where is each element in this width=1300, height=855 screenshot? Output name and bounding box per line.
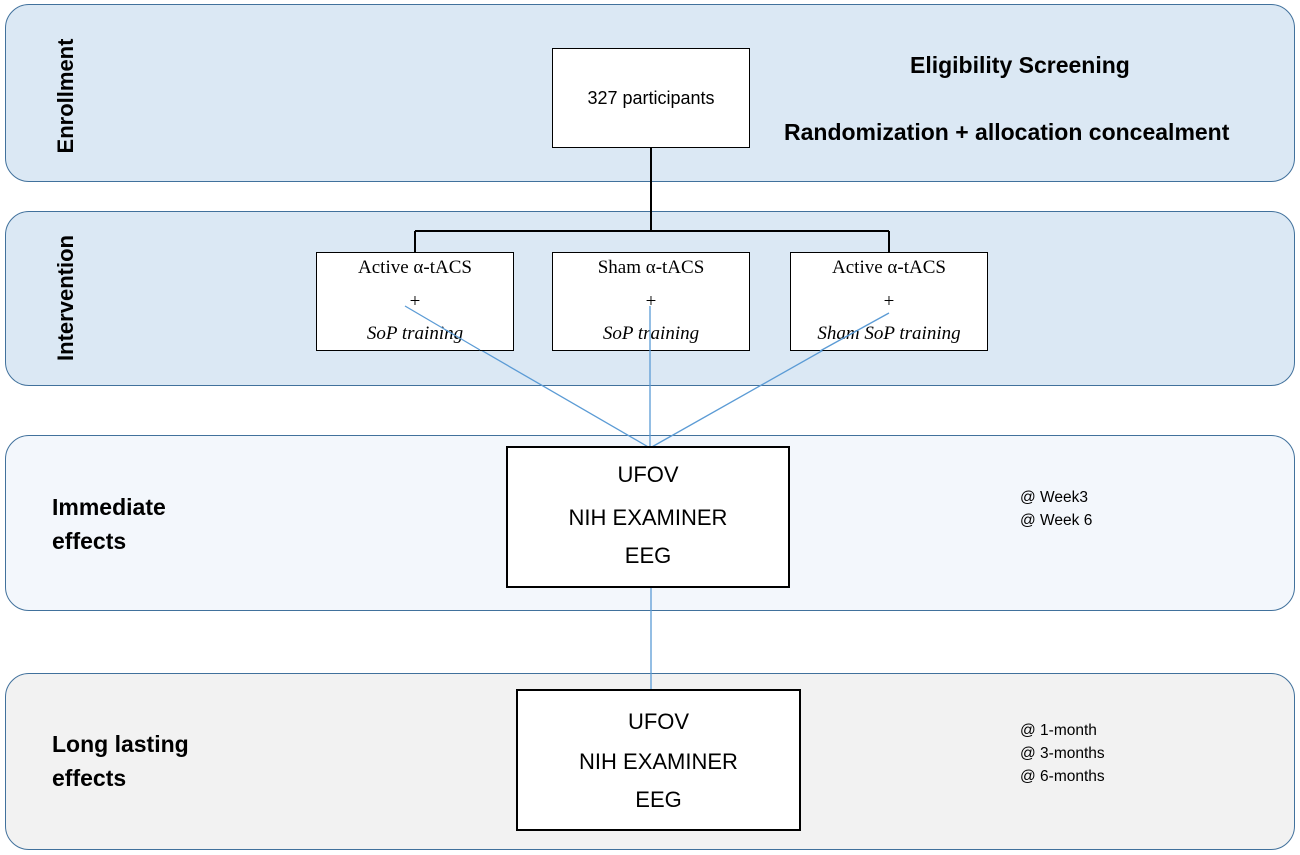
timepoint-6-months: @ 6-months <box>1020 768 1105 785</box>
arm-2-stimulation: Sham α-tACS <box>597 257 705 278</box>
participants-box: 327 participants <box>552 48 750 148</box>
arm-box-sham-tacs-sop: Sham α-tACS + SoP training <box>552 252 750 351</box>
arm-1-plus: + <box>409 291 421 312</box>
immediate-outcome-eeg: EEG <box>624 543 672 568</box>
arm-2-plus: + <box>645 291 657 312</box>
long-lasting-effects-label: Long lasting effects <box>52 731 189 791</box>
arm-box-active-tacs-sham-sop: Active α-tACS + Sham SoP training <box>790 252 988 351</box>
timepoint-week6: @ Week 6 <box>1020 512 1093 529</box>
connector-arm3-overlay <box>819 312 890 352</box>
long-lasting-outcomes-box: UFOV NIH EXAMINER EEG <box>516 689 801 831</box>
long-outcome-ufov: UFOV <box>627 709 690 734</box>
arm-1-training: SoP training <box>366 323 464 344</box>
connector-arm1-overlay <box>404 305 481 351</box>
arm-box-active-tacs-sop: Active α-tACS + SoP training <box>316 252 514 351</box>
immediate-effects-label: Immediate effects <box>52 494 166 554</box>
timepoint-3-months: @ 3-months <box>1020 745 1105 762</box>
arm-1-stimulation: Active α-tACS <box>358 257 472 278</box>
arm-3-plus: + <box>883 291 895 312</box>
randomization-heading: Randomization + allocation concealment <box>784 119 1230 145</box>
arm-2-training: SoP training <box>602 323 700 344</box>
eligibility-screening-heading: Eligibility Screening <box>910 52 1130 78</box>
immediate-outcome-ufov: UFOV <box>617 462 679 487</box>
long-outcome-nih-examiner: NIH EXAMINER <box>579 749 738 774</box>
immediate-outcomes-box: UFOV NIH EXAMINER EEG <box>506 446 790 588</box>
timepoint-1-month: @ 1-month <box>1020 722 1097 739</box>
long-lasting-timepoints: @ 1-month @ 3-months @ 6-months <box>1020 719 1105 788</box>
long-outcome-eeg: EEG <box>635 787 682 812</box>
immediate-timepoints: @ Week3 @ Week 6 <box>1020 486 1092 532</box>
timepoint-week3: @ Week3 <box>1020 489 1089 506</box>
arm-3-training: Sham SoP training <box>817 323 961 344</box>
arm-3-stimulation: Active α-tACS <box>832 257 946 278</box>
immediate-outcome-nih-examiner: NIH EXAMINER <box>568 505 728 530</box>
participants-text: 327 participants <box>587 87 715 108</box>
